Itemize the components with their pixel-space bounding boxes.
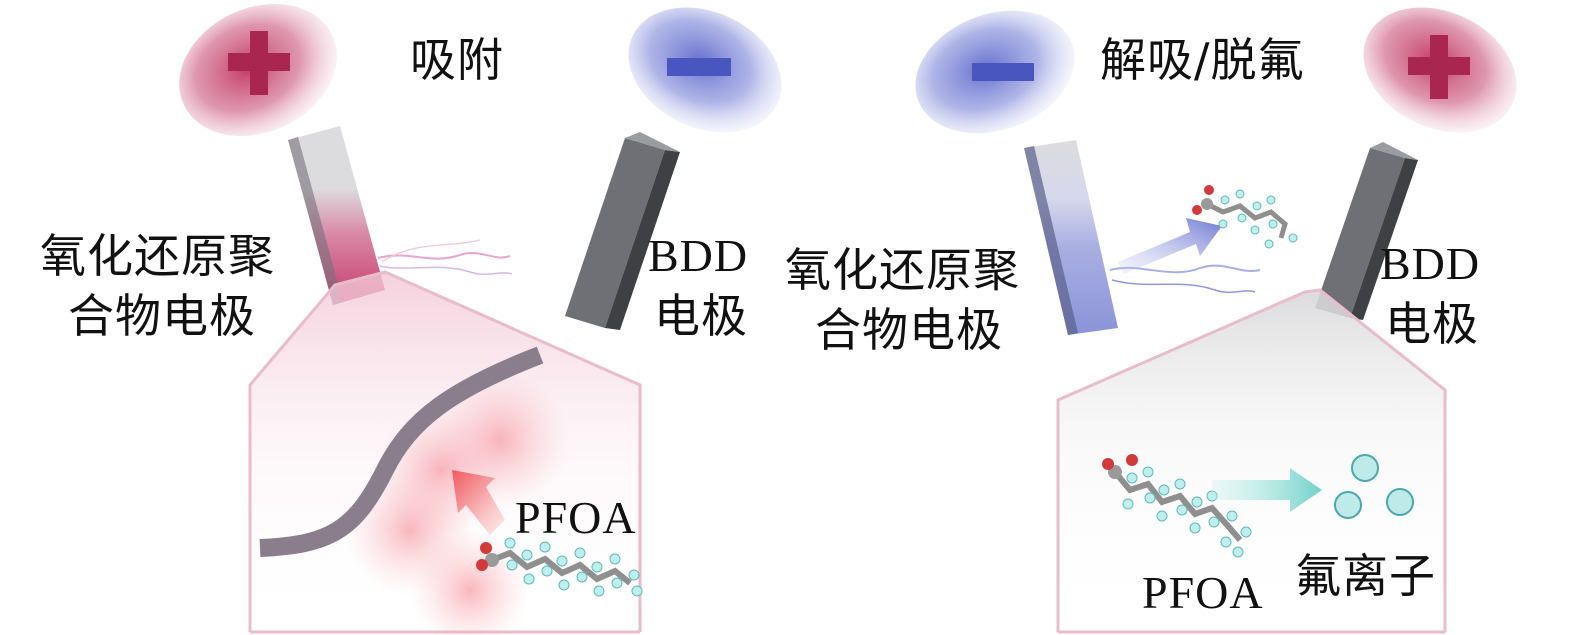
left-pollutant-label: PFOA [515,492,637,543]
defluorination-arrow [1212,468,1322,512]
left-working-electrode-label-line1: 氧化还原聚 [40,229,275,283]
left-counter-electrode-label-line2: 电极 [654,289,748,343]
minus-icon [972,63,1034,81]
left-working-electrode-label-line2: 合物电极 [68,289,256,343]
fluoride-ions [1334,454,1414,519]
right-pollutant-label: PFOA [1142,567,1264,618]
right-zoom-frame [1056,288,1447,634]
right-counter-electrode-label-line1: BDD [1380,238,1481,289]
fluoride-ion-label: 氟离子 [1295,549,1436,603]
right-counter-electrode-label-line2: 电极 [1385,297,1479,351]
pfoa-molecule-desorbed [1192,185,1298,249]
polymer-chain [259,346,544,557]
right-panel [915,7,1517,634]
right-working-electrode-label-line1: 氧化还原聚 [785,243,1020,297]
left-negative-terminal [628,7,782,133]
left-panel [179,3,782,635]
right-working-electrode-label-line2: 合物电极 [815,303,1003,357]
desorption-arrow [1118,218,1222,274]
fluoride-ion [1386,488,1414,516]
adsorption-arrow [452,470,505,535]
left-counter-electrode-label-line1: BDD [648,230,749,281]
left-phase-label: 吸附 [410,33,504,87]
right-negative-terminal [915,10,1075,134]
minus-icon [667,58,731,76]
pfoa-molecule-left [476,537,643,597]
left-working-electrode [288,126,513,305]
fluoride-ion [1334,491,1362,519]
left-positive-terminal [179,3,337,137]
pfoa-molecule-right [1102,454,1252,558]
right-positive-terminal [1363,7,1517,133]
right-bdd-electrode [1315,142,1418,320]
fluoride-ion [1351,454,1379,482]
right-working-electrode [1024,140,1261,335]
left-bdd-electrode [565,132,680,330]
right-phase-label: 解吸/脱氟 [1100,33,1305,87]
